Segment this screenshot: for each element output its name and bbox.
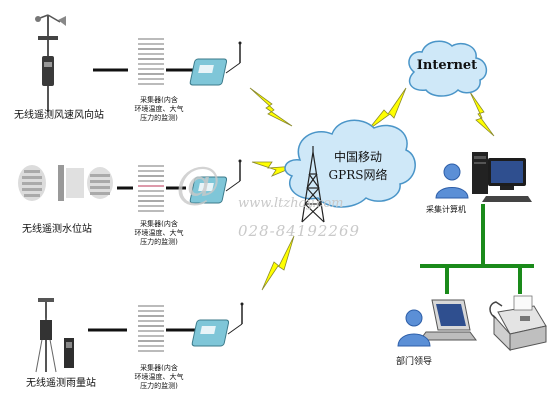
collector-label-3: 采集器(内含 环境温度、大气 压力的监测) xyxy=(134,364,184,390)
cell-tower-icon xyxy=(301,146,325,223)
watermark-phone: 028-84192269 xyxy=(238,222,361,240)
watermark-logo: @ xyxy=(176,158,220,209)
water-station-icon xyxy=(18,165,113,201)
wireless-link-bolts xyxy=(249,87,495,291)
department-label: 部门领导 xyxy=(396,357,433,367)
wind-station-label: 无线遥测风速风向站 xyxy=(14,110,104,121)
fax-printer-icon xyxy=(489,295,547,352)
internet-label: Internet xyxy=(416,58,478,73)
computer-workstation-icon xyxy=(435,152,532,202)
watermark-url: www.ltzhay.com xyxy=(238,196,344,211)
gprs-label-line1: 中国移动 xyxy=(333,150,382,164)
gprs-label-line2: GPRS网络 xyxy=(328,168,388,182)
computer-label: 采集计算机 xyxy=(426,205,466,214)
wind-station-icon xyxy=(35,14,66,112)
gprs-modem-icons xyxy=(189,41,244,347)
laptop-user-icon xyxy=(397,299,477,347)
rain-station-icon xyxy=(35,298,74,373)
lan-bus xyxy=(420,204,534,294)
collector-units xyxy=(138,38,164,352)
water-station-label: 无线遥测水位站 xyxy=(22,224,92,235)
rain-station-label: 无线遥测雨量站 xyxy=(26,378,96,389)
internet-cloud xyxy=(408,40,488,97)
collector-label-2: 采集器(内含 环境温度、大气 压力的监测) xyxy=(134,220,184,246)
collector-label-1: 采集器(内含 环境温度、大气 压力的监测) xyxy=(134,96,184,122)
station-links xyxy=(88,68,196,332)
